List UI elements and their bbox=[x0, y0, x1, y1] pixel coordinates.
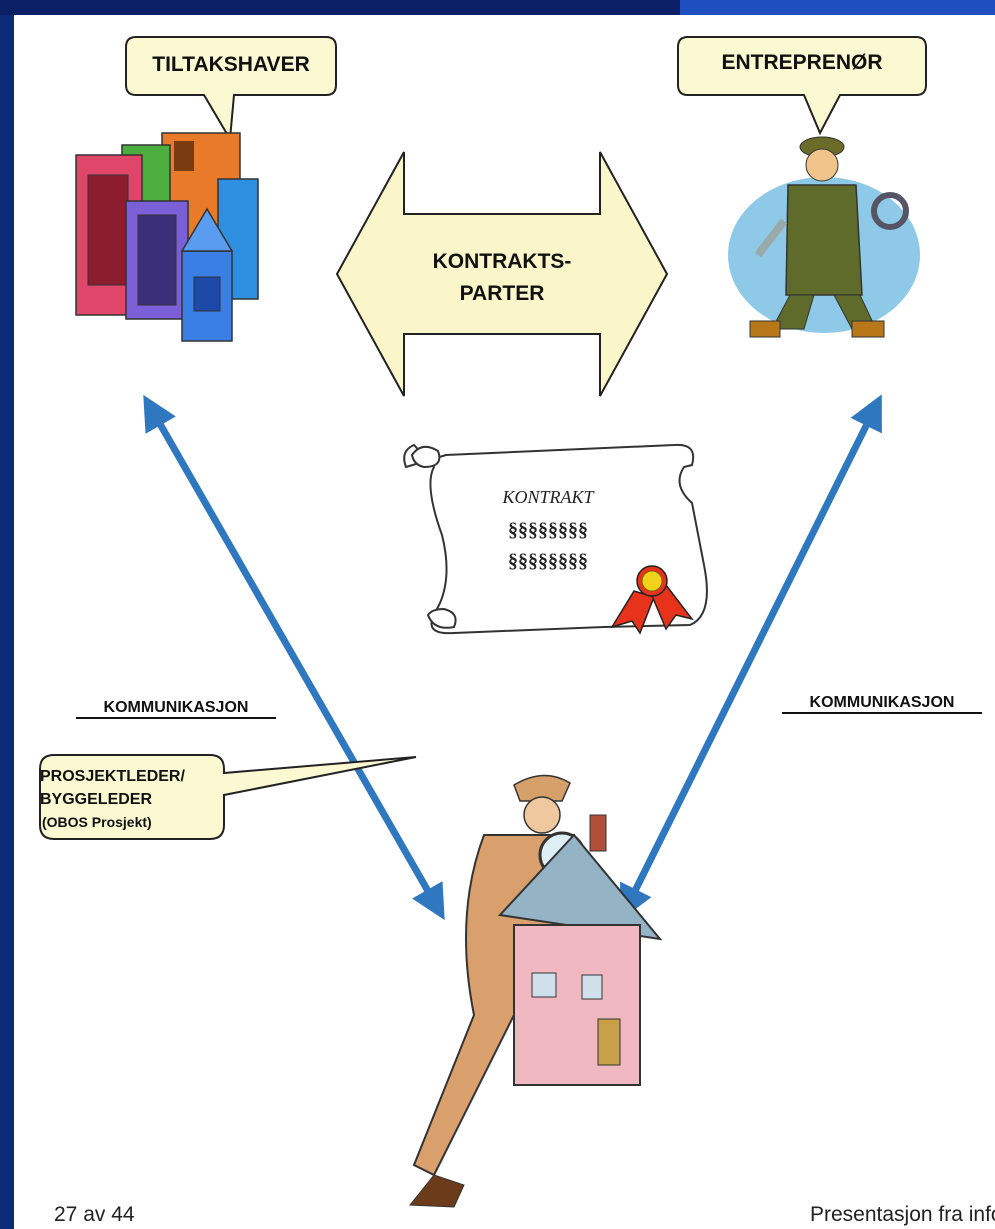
callout-prosjektleder bbox=[39, 754, 417, 840]
label-prosjektleder: PROSJEKTLEDER/ bbox=[40, 768, 185, 785]
footer-source: Presentasjon fra info bbox=[810, 1203, 995, 1226]
label-kommunikasjon-left: KOMMUNIKASJON bbox=[104, 699, 249, 716]
slide-left-bar bbox=[0, 15, 14, 1229]
slide-top-bar-accent bbox=[680, 0, 995, 15]
label-kommunikasjon-right: KOMMUNIKASJON bbox=[810, 694, 955, 711]
kommunikasjon-arrow-right bbox=[620, 394, 882, 921]
scroll-line-2: §§§§§§§§ bbox=[508, 550, 588, 572]
buildings-illustration bbox=[75, 132, 259, 342]
label-tiltakshaver: TILTAKSHAVER bbox=[152, 53, 310, 76]
callout-entreprenor bbox=[677, 36, 927, 136]
worker-illustration bbox=[728, 136, 920, 338]
diagram-svg: TILTAKSHAVER ENTREPRENØR KONTRAKTS- PART… bbox=[39, 36, 982, 1208]
scroll-title: KONTRAKT bbox=[501, 487, 595, 507]
diagram-canvas: TILTAKSHAVER ENTREPRENØR KONTRAKTS- PART… bbox=[14, 15, 995, 1229]
label-entreprenor: ENTREPRENØR bbox=[721, 51, 882, 74]
callout-tiltakshaver bbox=[125, 36, 337, 143]
label-obos-prosjekt: (OBOS Prosjekt) bbox=[42, 814, 152, 830]
detective-house-illustration bbox=[408, 774, 663, 1208]
label-parter: PARTER bbox=[460, 282, 545, 305]
kontraktsparter-double-arrow bbox=[335, 151, 669, 397]
scroll-line-1: §§§§§§§§ bbox=[508, 519, 588, 541]
label-byggeleder: BYGGELEDER bbox=[40, 791, 152, 808]
label-kontrakts: KONTRAKTS- bbox=[433, 250, 572, 273]
page-number: 27 av 44 bbox=[54, 1203, 135, 1226]
kommunikasjon-arrow-left bbox=[143, 394, 445, 921]
